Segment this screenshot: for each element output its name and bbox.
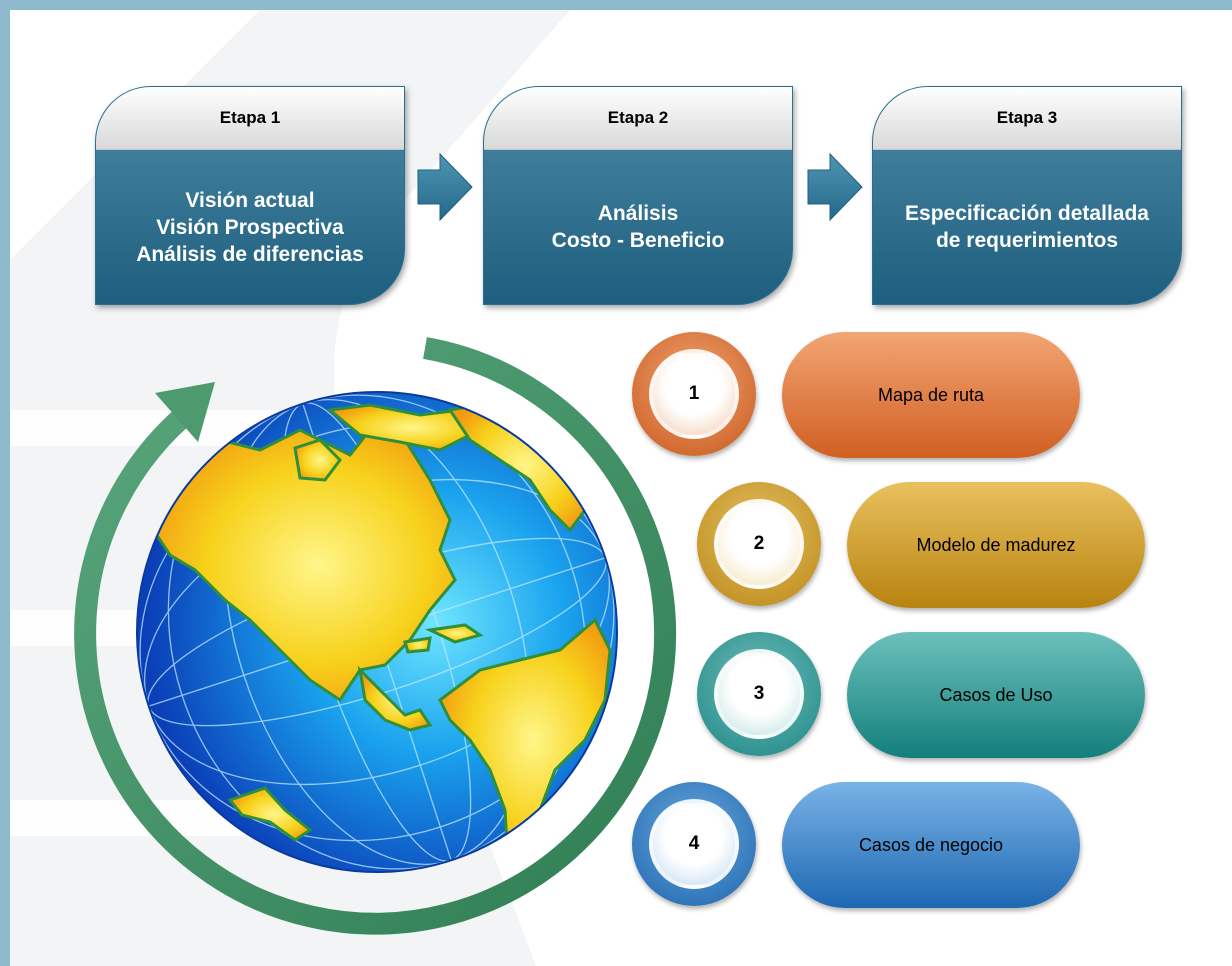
globe-icon <box>136 391 618 873</box>
stage-2-body: Análisis Costo - Beneficio <box>484 150 792 304</box>
stage-2-box: Etapa 2 Análisis Costo - Beneficio <box>483 86 793 305</box>
stage-1-title: Etapa 1 <box>96 87 404 150</box>
stage-1-line-1: Visión actual <box>185 188 315 212</box>
cycle-arrow-icon <box>74 337 677 935</box>
stage-2-line-1: Análisis <box>597 202 679 225</box>
stage-connector-arrow-1 <box>417 152 473 222</box>
stage-1-line-3: Análisis de diferencias <box>136 242 364 266</box>
deliverable-2-badge: 2 <box>697 482 821 606</box>
deliverable-2-label: Modelo de madurez <box>916 534 1076 555</box>
deliverable-1-pill: Mapa de ruta <box>782 332 1080 458</box>
stage-3-body: Especificación detallada de requerimient… <box>873 150 1181 304</box>
stage-1-box: Etapa 1 Visión actual Visión Prospectiva… <box>95 86 405 305</box>
stage-1-body: Visión actual Visión Prospectiva Análisi… <box>96 150 404 304</box>
stage-2-line-2: Costo - Beneficio <box>551 229 725 252</box>
deliverable-3-label: Casos de Uso <box>939 684 1053 705</box>
stage-2-title: Etapa 2 <box>484 87 792 150</box>
deliverable-1-badge: 1 <box>632 332 756 456</box>
deliverable-4-number: 4 <box>649 799 739 889</box>
deliverable-1-label: Mapa de ruta <box>877 384 985 405</box>
deliverable-3-badge: 3 <box>697 632 821 756</box>
deliverable-4-pill: Casos de negocio <box>782 782 1080 908</box>
globe-illustration <box>74 337 677 935</box>
stage-3-line-1: Especificación detallada <box>905 202 1149 225</box>
stage-3-line-2: de requerimientos <box>935 229 1119 252</box>
stage-3-title: Etapa 3 <box>873 87 1181 150</box>
deliverable-3-pill: Casos de Uso <box>847 632 1145 758</box>
deliverable-4-badge: 4 <box>632 782 756 906</box>
deliverable-4-label: Casos de negocio <box>858 834 1004 855</box>
deliverable-1-number: 1 <box>649 349 739 439</box>
stage-connector-arrow-2 <box>807 152 863 222</box>
stage-1-line-2: Visión Prospectiva <box>156 215 344 239</box>
stage-3-box: Etapa 3 Especificación detallada de requ… <box>872 86 1182 305</box>
deliverable-2-pill: Modelo de madurez <box>847 482 1145 608</box>
deliverable-2-number: 2 <box>714 499 804 589</box>
deliverable-3-number: 3 <box>714 649 804 739</box>
